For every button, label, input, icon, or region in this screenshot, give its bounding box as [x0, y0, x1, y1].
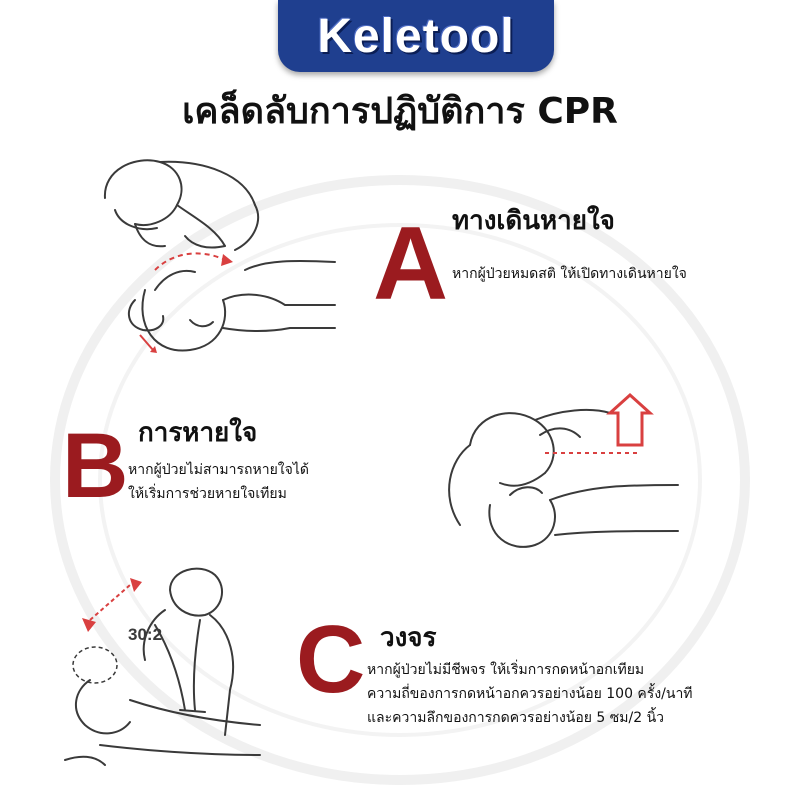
section-c-title: วงจร [380, 623, 437, 653]
section-b-line: หากผู้ป่วยไม่สามารถหายใจได้ [128, 462, 309, 478]
section-b-description: หากผู้ป่วยไม่สามารถหายใจได้ ให้เริ่มการช… [128, 458, 388, 506]
chest-compression-illustration: 30:2 [64, 567, 261, 766]
brand-logo: Keletool [278, 0, 554, 72]
section-c-line: และความลึกของการกดควรอย่างน้อย 5 ซม/2 นิ… [367, 710, 665, 726]
rescue-breathing-illustration [448, 392, 679, 548]
section-c-line: หากผู้ป่วยไม่มีชีพจร ให้เริ่มการกดหน้าอก… [367, 662, 645, 678]
section-b-line: ให้เริ่มการช่วยหายใจเทียม [128, 486, 287, 502]
section-b-letter: B [62, 415, 129, 517]
section-c-letter: C [296, 606, 366, 713]
section-a-letter: A [373, 206, 449, 322]
open-airway-illustration [103, 159, 336, 353]
page-title: เคล็ดลับการปฏิบัติการ CPR [182, 91, 618, 132]
section-a-line: หากผู้ป่วยหมดสติ ให้เปิดทางเดินหายใจ [452, 266, 687, 282]
section-c-description: หากผู้ป่วยไม่มีชีพจร ให้เริ่มการกดหน้าอก… [367, 658, 787, 730]
section-a-description: หากผู้ป่วยหมดสติ ให้เปิดทางเดินหายใจ [452, 262, 782, 286]
section-c-line: ความถี่ของการกดหน้าอกควรอย่างน้อย 100 คร… [367, 686, 693, 702]
brand-name: Keletool [317, 9, 515, 63]
section-b-title: การหายใจ [138, 418, 258, 448]
section-a-title: ทางเดินหายใจ [452, 206, 615, 236]
compression-ratio-label: 30:2 [128, 625, 162, 644]
